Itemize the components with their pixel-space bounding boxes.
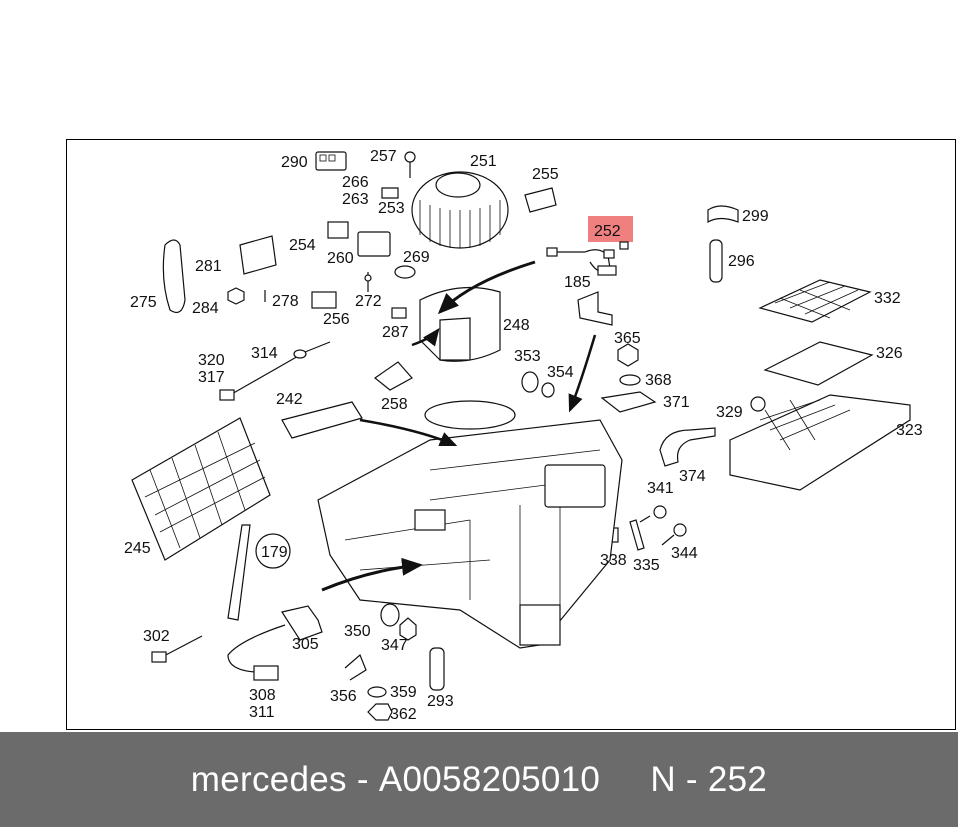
highlight-box: [588, 216, 633, 242]
part-label-320[interactable]: 320: [198, 352, 225, 369]
part-label-296[interactable]: 296: [728, 253, 755, 270]
part-label-329[interactable]: 329: [716, 404, 743, 421]
part-label-248[interactable]: 248: [503, 317, 530, 334]
part-label-317[interactable]: 317: [198, 369, 225, 386]
footer-position-prefix: N -: [650, 759, 708, 799]
part-label-284[interactable]: 284: [192, 300, 219, 317]
part-label-323[interactable]: 323: [896, 422, 923, 439]
part-label-311[interactable]: 311: [249, 704, 275, 721]
part-label-242[interactable]: 242: [276, 391, 303, 408]
footer-bar: mercedes - A0058205010 N - 252: [0, 732, 958, 827]
part-label-344[interactable]: 344: [671, 545, 698, 562]
footer-part-number: A0058205010: [378, 759, 601, 799]
part-label-185[interactable]: 185: [564, 274, 591, 291]
part-label-356[interactable]: 356: [330, 688, 357, 705]
part-label-335[interactable]: 335: [633, 557, 660, 574]
part-label-308[interactable]: 308: [249, 687, 276, 704]
part-label-254[interactable]: 254: [289, 237, 316, 254]
part-label-368[interactable]: 368: [645, 372, 672, 389]
part-drawings: [131, 151, 911, 721]
part-label-278[interactable]: 278: [272, 293, 299, 310]
part-label-263[interactable]: 263: [342, 191, 369, 208]
part-label-287[interactable]: 287: [382, 324, 409, 341]
part-label-260[interactable]: 260: [327, 250, 354, 267]
part-label-269[interactable]: 269: [403, 249, 430, 266]
part-label-374[interactable]: 374: [679, 468, 706, 485]
part-label-362[interactable]: 362: [390, 706, 417, 723]
part-label-305[interactable]: 305: [292, 636, 319, 653]
part-label-302[interactable]: 302: [143, 628, 170, 645]
part-label-332[interactable]: 332: [874, 290, 901, 307]
part-label-251[interactable]: 251: [470, 153, 497, 170]
part-label-341[interactable]: 341: [647, 480, 674, 497]
part-label-353[interactable]: 353: [514, 348, 541, 365]
part-label-290[interactable]: 290: [281, 154, 308, 171]
arrows: [321, 260, 597, 592]
part-label-338[interactable]: 338: [600, 552, 627, 569]
part-label-256[interactable]: 256: [323, 311, 350, 328]
part-label-365[interactable]: 365: [614, 330, 641, 347]
part-label-253[interactable]: 253: [378, 200, 405, 217]
part-label-272[interactable]: 272: [355, 293, 382, 310]
part-labels: 290 257 251 266 263 253 255 252 299 254 …: [124, 148, 923, 723]
part-label-258[interactable]: 258: [381, 396, 408, 413]
part-label-299[interactable]: 299: [742, 208, 769, 225]
footer-caption: mercedes - A0058205010 N - 252: [0, 732, 958, 827]
footer-brand: mercedes: [190, 759, 347, 799]
part-label-293[interactable]: 293: [427, 693, 454, 710]
part-label-281[interactable]: 281: [195, 258, 222, 275]
part-label-255[interactable]: 255: [532, 166, 559, 183]
part-label-314[interactable]: 314: [251, 345, 278, 362]
part-label-252[interactable]: 252: [594, 223, 621, 240]
part-label-179[interactable]: 179: [261, 544, 288, 561]
part-label-371[interactable]: 371: [663, 394, 690, 411]
footer-position: 252: [707, 759, 768, 799]
part-label-350[interactable]: 350: [344, 623, 371, 640]
part-label-359[interactable]: 359: [390, 684, 417, 701]
part-label-354[interactable]: 354: [547, 364, 574, 381]
footer-separator: -: [346, 759, 379, 799]
part-label-326[interactable]: 326: [876, 345, 903, 362]
part-label-275[interactable]: 275: [130, 294, 157, 311]
part-label-347[interactable]: 347: [381, 637, 408, 654]
part-label-266[interactable]: 266: [342, 174, 369, 191]
footer-gap: [600, 760, 650, 800]
part-label-245[interactable]: 245: [124, 540, 151, 557]
part-label-257[interactable]: 257: [370, 148, 397, 165]
